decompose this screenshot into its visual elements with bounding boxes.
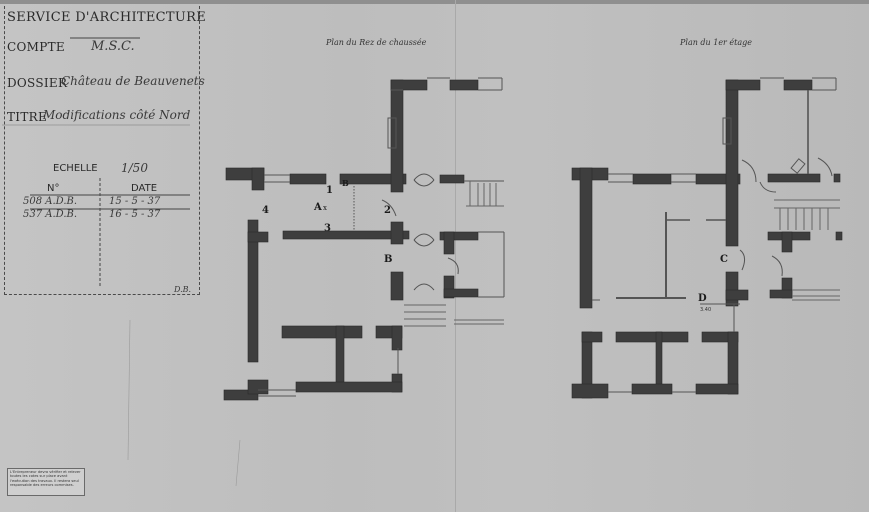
room-label-a: A — [313, 202, 322, 213]
ground-floor-thin-lines — [258, 77, 505, 397]
wall — [579, 167, 593, 309]
initials: D.B. — [174, 285, 192, 294]
wall — [295, 381, 403, 393]
room-label-x: x — [323, 204, 327, 212]
row-2-number: 537 A.D.B. — [23, 209, 78, 220]
titre-label: TITRE — [7, 110, 48, 124]
ground-floor-labels: 1 B 2 4 A x 3 B — [262, 178, 392, 265]
wall — [835, 231, 843, 241]
wall — [247, 219, 259, 363]
compte-value: M.S.C. — [91, 39, 135, 54]
wall — [725, 79, 761, 91]
room-label-c: C — [720, 254, 728, 265]
room-label-4: 4 — [262, 205, 269, 216]
faint-marks — [127, 319, 241, 487]
date-column-label: DATE — [131, 183, 158, 194]
wall — [449, 79, 479, 91]
row-1-number: 508 A.D.B. — [23, 196, 78, 207]
room-label-d: D — [698, 293, 707, 304]
wall — [695, 383, 739, 395]
wall — [251, 167, 265, 191]
wall — [443, 231, 455, 255]
room-label-1: 1 — [326, 185, 333, 196]
wall — [781, 231, 793, 253]
wall — [767, 173, 821, 183]
service-heading: SERVICE D'ARCHITECTURE — [7, 10, 207, 25]
ground-floor-plan — [223, 79, 479, 401]
wall — [443, 288, 479, 298]
wall — [281, 325, 363, 339]
dossier-value: Château de Beauvenets — [61, 74, 205, 88]
room-label-b-small: B — [342, 178, 349, 188]
row-2-date: 16 - 5 - 37 — [109, 209, 161, 220]
wall — [247, 231, 269, 243]
number-column-label: N° — [47, 183, 60, 194]
wall — [289, 173, 327, 185]
wall — [615, 331, 689, 343]
wall — [632, 173, 672, 185]
wall — [390, 79, 428, 91]
echelle-label: ECHELLE — [53, 163, 98, 174]
row-1-date: 15 - 5 - 37 — [109, 196, 161, 207]
wall — [247, 379, 269, 395]
wall — [571, 383, 609, 399]
wall — [390, 221, 404, 245]
contractor-note: L'Entrepreneur devra vérifier et relever… — [7, 468, 85, 496]
ground-floor-plan-title: Plan du Rez de chaussée — [326, 38, 427, 47]
compte-label: COMPTE — [7, 40, 65, 54]
wall — [439, 231, 479, 241]
wall — [655, 331, 663, 387]
echelle-value: 1/50 — [121, 161, 148, 175]
titre-value: Modifications côté Nord — [43, 108, 191, 122]
wall — [282, 230, 410, 240]
room-label-3: 3 — [324, 223, 331, 234]
room-label-2: 2 — [384, 205, 391, 216]
wall — [439, 174, 465, 184]
wall — [390, 271, 404, 301]
room-label-b: B — [384, 254, 392, 265]
wall — [339, 173, 407, 185]
wall — [725, 271, 739, 307]
wall — [695, 173, 741, 185]
first-floor-labels: C D 3.40 — [698, 254, 728, 313]
wall — [783, 79, 813, 91]
top-border — [0, 0, 869, 4]
wall — [833, 173, 841, 183]
wall — [223, 389, 259, 401]
title-block-rules — [2, 37, 190, 288]
wall — [443, 275, 455, 299]
wall — [769, 289, 793, 299]
wall — [391, 325, 403, 351]
first-floor-thin-lines — [592, 77, 840, 393]
sheet-fold-line — [455, 0, 456, 512]
first-floor-plan-title: Plan du 1er étage — [680, 38, 752, 47]
title-block: SERVICE D'ARCHITECTURE COMPTE M.S.C. DOS… — [4, 6, 206, 295]
wall — [631, 383, 673, 395]
wall — [725, 289, 749, 301]
wall — [335, 325, 345, 385]
dossier-label: DOSSIER — [7, 76, 68, 90]
wall — [581, 331, 603, 343]
wall — [725, 79, 739, 247]
wall — [390, 79, 404, 193]
first-floor-plan — [571, 79, 843, 399]
dimension-label: 3.40 — [700, 307, 711, 313]
